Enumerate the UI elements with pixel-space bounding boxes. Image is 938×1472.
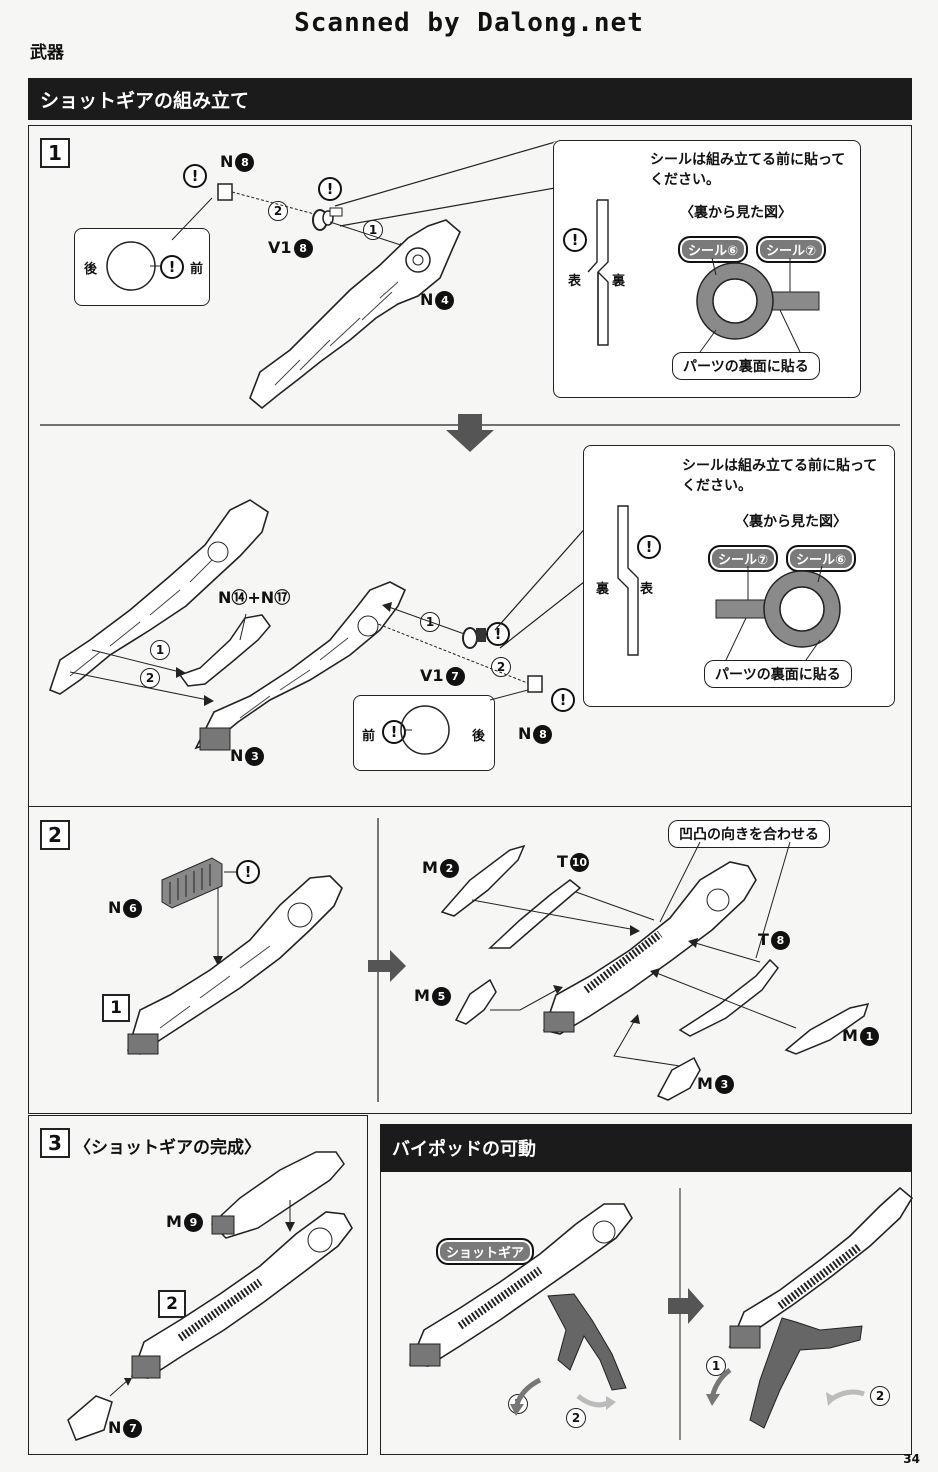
page-number: 34 xyxy=(903,1452,920,1466)
section-heading: 武器 xyxy=(30,43,64,63)
orient-front-label: 前 xyxy=(362,729,376,744)
ref-step-1: 1 xyxy=(102,994,130,1022)
step2-panel xyxy=(28,806,912,1114)
seal-instruction: シールは組み立てる前に貼ってください。 xyxy=(650,152,846,188)
orientation-inset-2 xyxy=(353,695,495,771)
step3-panel xyxy=(28,1115,368,1455)
orient-back-label: 後 xyxy=(472,729,486,744)
paste-on-back-label: パーツの裏面に貼る xyxy=(672,352,820,380)
warning-icon: ! xyxy=(160,255,184,279)
order-marker-2: 2 xyxy=(491,657,511,677)
seal-instruction: シールは組み立てる前に貼ってください。 xyxy=(682,458,878,494)
order-marker-1: 1 xyxy=(150,640,170,660)
warning-icon: ! xyxy=(183,164,207,188)
align-label: 凹凸の向きを合わせる xyxy=(668,820,830,848)
ref-step-2: 2 xyxy=(158,1290,186,1318)
orient-back-label: 後 xyxy=(84,262,98,277)
paste-on-back-label: パーツの裏面に貼る xyxy=(704,660,852,688)
shotgear-label: ショットギア xyxy=(436,1238,535,1265)
orientation-inset xyxy=(74,228,210,306)
warning-icon: ! xyxy=(236,860,260,884)
motion-step-1: 1 xyxy=(706,1356,726,1376)
step2-number: 2 xyxy=(40,820,70,850)
scanner-watermark: Scanned by Dalong.net xyxy=(294,8,644,38)
motion-step-2: 2 xyxy=(566,1408,586,1428)
order-marker-2: 2 xyxy=(140,668,160,688)
ura-label: 裏 xyxy=(596,582,610,597)
warning-icon: ! xyxy=(637,535,661,559)
part-label-n14-n17: N⑭+N⑰ xyxy=(218,588,291,607)
step3-title: 〈ショットギアの完成〉 xyxy=(74,1138,261,1158)
warning-icon: ! xyxy=(551,688,575,712)
assembly-title: ショットギアの組み立て xyxy=(40,89,250,112)
seal-view-caption: 〈裏から見た図〉 xyxy=(735,514,847,530)
motion-step-2: 2 xyxy=(870,1386,890,1406)
warning-icon: ! xyxy=(318,177,342,201)
omote-label: 表 xyxy=(640,582,654,597)
seal-badge-7: シール⑦ xyxy=(708,545,779,572)
bipod-panel xyxy=(380,1124,912,1455)
bipod-title-bar: バイポッドの可動 xyxy=(380,1124,912,1172)
omote-label: 表 xyxy=(568,274,582,289)
bipod-title: バイポッドの可動 xyxy=(392,1139,536,1160)
step1-number: 1 xyxy=(40,138,70,168)
assembly-title-bar: ショットギアの組み立て xyxy=(28,78,912,120)
orient-front-label: 前 xyxy=(190,262,204,277)
seal-badge-6: シール⑥ xyxy=(786,545,857,572)
seal-view-caption: 〈裏から見た図〉 xyxy=(680,205,792,221)
warning-icon: ! xyxy=(563,228,587,252)
seal-badge-7: シール⑦ xyxy=(756,236,827,263)
ura-label: 裏 xyxy=(612,274,626,289)
step3-number: 3 xyxy=(40,1128,70,1158)
